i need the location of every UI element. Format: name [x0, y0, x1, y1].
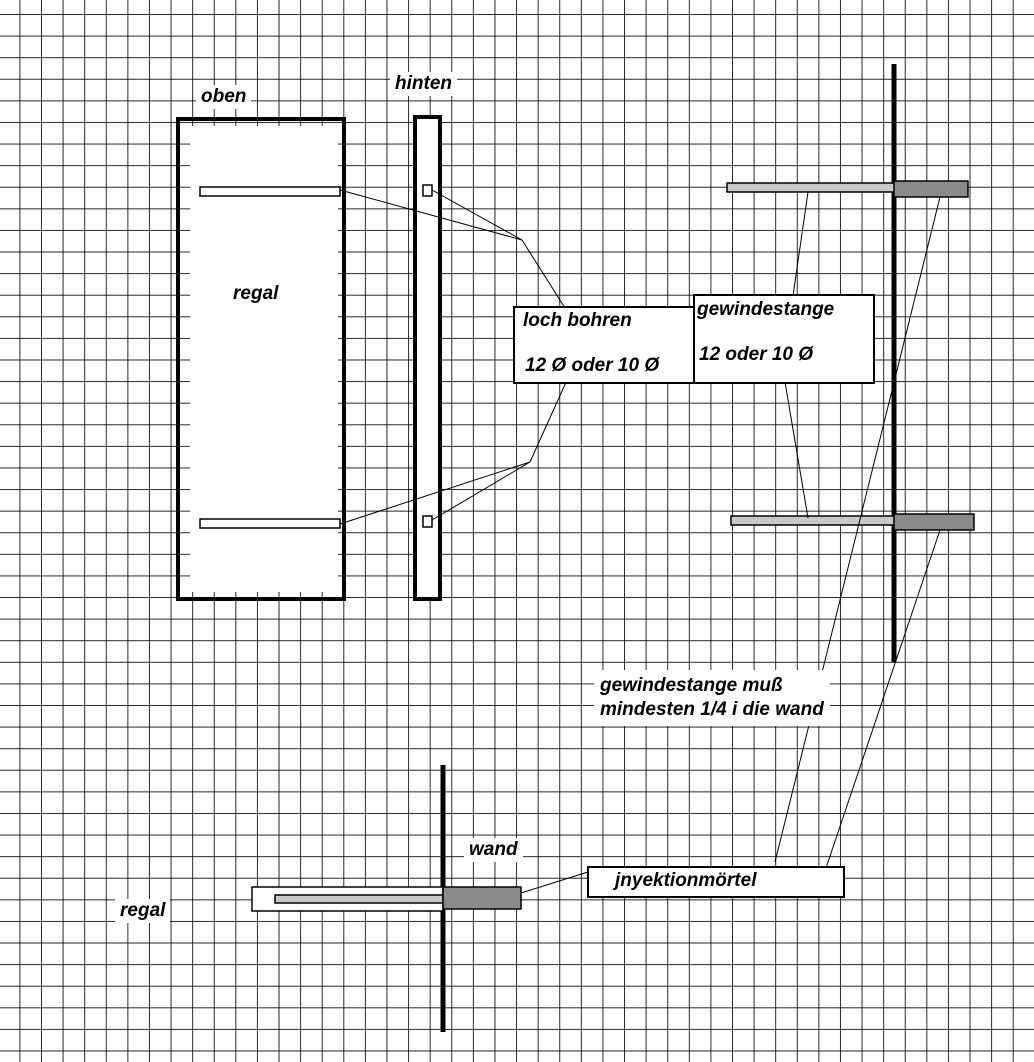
- note-line2: mindesten 1/4 i die wand: [600, 699, 824, 720]
- label-hinten: hinten: [390, 72, 457, 96]
- label-regal-top: regal: [228, 282, 284, 306]
- note-gewindestange: gewindestange muß mindesten 1/4 i die wa…: [594, 670, 830, 726]
- callout-moertel-line1: jnyektionmörtel: [615, 870, 757, 891]
- shelf-top-view: [176, 117, 346, 601]
- shelf-top-view-fill: [190, 126, 338, 592]
- note-line1: gewindestange muß: [600, 675, 783, 696]
- mortar-fill: [442, 886, 522, 910]
- threaded-rod-side: [274, 894, 444, 904]
- threaded-rod-bottom: [730, 515, 896, 526]
- rod-hole-bottom: [199, 518, 341, 529]
- drill-hole-top: [422, 184, 433, 197]
- callout-loch-line1: loch bohren: [523, 310, 632, 331]
- callout-loch-bohren: loch bohren 12 Ø oder 10 Ø: [513, 306, 695, 384]
- callout-gewinde-line1: gewindestange: [697, 299, 835, 320]
- callout-gewindestange: gewindestange 12 oder 10 Ø: [693, 294, 875, 384]
- callout-moertel: jnyektionmörtel: [587, 866, 845, 898]
- threaded-rod-top: [726, 182, 896, 193]
- rod-hole-top: [199, 186, 341, 197]
- leader-lines: [339, 189, 941, 894]
- drill-hole-bottom: [422, 515, 433, 528]
- label-oben: oben: [196, 85, 252, 109]
- rod-in-wall-bottom: [893, 513, 975, 531]
- callout-loch-line2: 12 Ø oder 10 Ø: [525, 355, 660, 376]
- rod-in-wall-top: [893, 180, 969, 198]
- label-regal-bottom: regal: [115, 899, 171, 923]
- label-wand: wand: [464, 838, 523, 862]
- callout-gewinde-line2: 12 oder 10 Ø: [699, 344, 814, 365]
